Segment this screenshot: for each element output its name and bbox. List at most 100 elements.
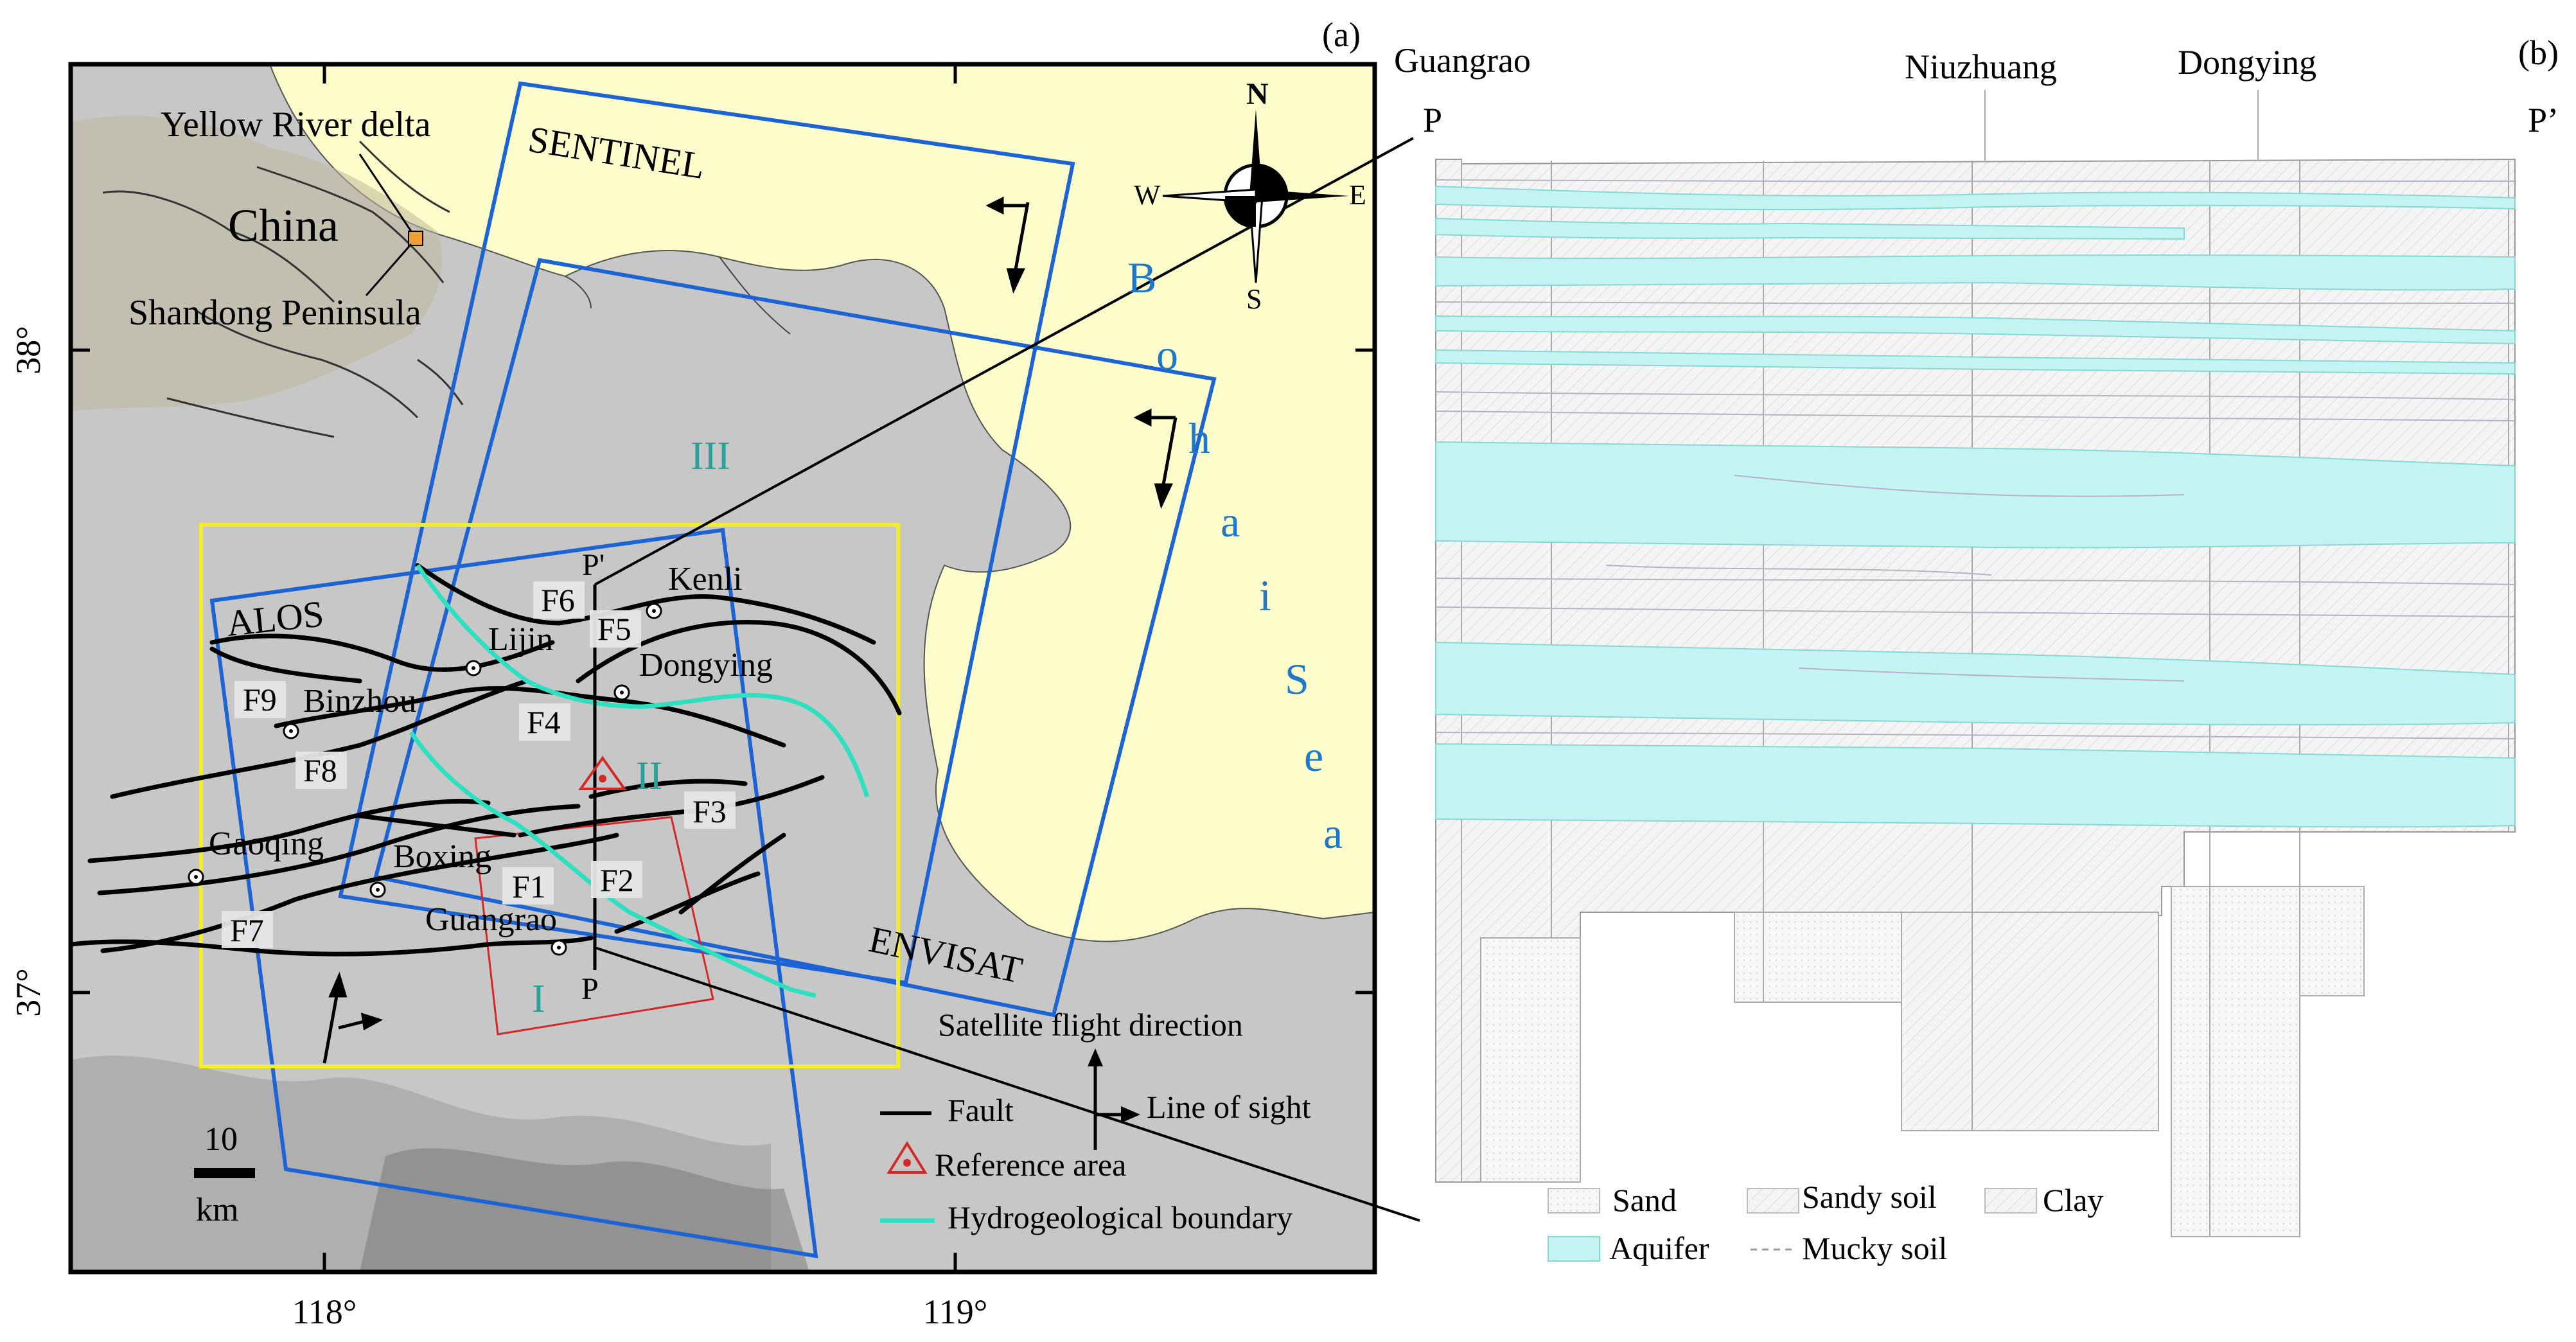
cross-section-panel: Guangrao Niuzhuang Dongying P P’ (b) San… bbox=[1394, 33, 2559, 1266]
hydrogeological-boundary bbox=[409, 564, 870, 998]
connector-bottom bbox=[594, 946, 1420, 1222]
lat-38: 38° bbox=[9, 326, 48, 375]
label-f4: F4 bbox=[527, 704, 561, 740]
inland-china-shade bbox=[71, 116, 442, 412]
label-f5: F5 bbox=[597, 611, 631, 647]
compass-w: W bbox=[1134, 179, 1161, 211]
scale-bar bbox=[194, 1168, 255, 1178]
satellite-frames bbox=[209, 81, 1217, 1258]
label-lijin: Lijin bbox=[488, 621, 553, 658]
lon-118: 118° bbox=[292, 1293, 357, 1331]
flight-arrow-icon bbox=[1088, 1048, 1103, 1066]
legend-sand: Sand bbox=[1612, 1182, 1677, 1218]
label-f1: F1 bbox=[512, 869, 546, 905]
svg-text:i: i bbox=[1259, 571, 1271, 620]
lon-119: 119° bbox=[923, 1293, 988, 1331]
legend-clay-swatch bbox=[1984, 1188, 2037, 1214]
scale-unit: km bbox=[196, 1192, 238, 1228]
land-area bbox=[71, 64, 1375, 1272]
station-guangrao: Guangrao bbox=[1394, 41, 1531, 80]
panel-a-label: (a) bbox=[1322, 15, 1361, 54]
legend-sandy-soil-swatch bbox=[1747, 1188, 1799, 1214]
legend-aquifer-swatch bbox=[1548, 1236, 1600, 1262]
map-panel: Yellow River delta China Shandong Penins… bbox=[9, 15, 1420, 1331]
label-kenli: Kenli bbox=[668, 561, 743, 597]
north-arrow-icon bbox=[1162, 109, 1349, 283]
legend-mucky-soil: Mucky soil bbox=[1802, 1230, 1947, 1266]
inset-shandong: Shandong Peninsula bbox=[128, 293, 421, 333]
terrain-relief-dark bbox=[360, 1148, 809, 1272]
label-area-i: I bbox=[532, 977, 545, 1021]
soil-block-3 bbox=[1901, 912, 2159, 1131]
frame-ticks bbox=[71, 64, 1375, 1272]
legend-flight-direction: Satellite flight direction bbox=[938, 1007, 1243, 1043]
envisat-frame bbox=[373, 258, 1217, 1018]
svg-text:S: S bbox=[1285, 655, 1309, 703]
soil-block-2 bbox=[1734, 912, 1902, 1003]
svg-text:B: B bbox=[1127, 253, 1156, 302]
legend-clay: Clay bbox=[2043, 1182, 2103, 1218]
section-label-p: P bbox=[1423, 101, 1442, 139]
delta-location-marker bbox=[408, 231, 423, 246]
label-f2: F2 bbox=[600, 862, 634, 898]
lat-37: 37° bbox=[9, 968, 48, 1017]
label-bohai-sea: B o h a i S e a bbox=[1127, 253, 1343, 858]
legend-hydro-boundary: Hydrogeological boundary bbox=[948, 1199, 1292, 1235]
label-alos: ALOS bbox=[225, 592, 326, 644]
label-f8: F8 bbox=[303, 752, 337, 788]
legend-line-of-sight: Line of sight bbox=[1147, 1089, 1311, 1125]
alos-frame bbox=[209, 527, 818, 1258]
legend-sandy-soil: Sandy soil bbox=[1802, 1179, 1937, 1215]
los-arrow-icon bbox=[1121, 1106, 1140, 1123]
label-f3: F3 bbox=[693, 793, 727, 829]
svg-text:a: a bbox=[1221, 497, 1240, 546]
fault-label-boxes bbox=[222, 581, 736, 948]
legend-reference-area: Reference area bbox=[935, 1147, 1126, 1183]
svg-text:h: h bbox=[1188, 414, 1210, 463]
inset-pointer-bottom bbox=[365, 243, 412, 296]
label-guangrao: Guangrao bbox=[425, 901, 557, 938]
legend-sand-swatch bbox=[1548, 1188, 1600, 1214]
reference-area-marker bbox=[578, 755, 627, 790]
label-boxing: Boxing bbox=[393, 838, 491, 875]
label-area-ii: II bbox=[636, 754, 662, 798]
legend-fault: Fault bbox=[948, 1092, 1014, 1128]
scale-value: 10 bbox=[204, 1121, 238, 1158]
section-label-p-prime: P’ bbox=[2528, 101, 2559, 139]
label-f6: F6 bbox=[541, 582, 575, 618]
map-legend: Satellite flight direction Line of sight… bbox=[880, 1007, 1311, 1235]
svg-text:o: o bbox=[1156, 330, 1178, 379]
terrain-relief bbox=[71, 1055, 771, 1272]
map-frame bbox=[68, 62, 1377, 1275]
section-legend: Sand Sandy soil Clay Aquifer Mucky soil bbox=[1548, 1179, 2103, 1266]
panel-b-label: (b) bbox=[2518, 33, 2559, 72]
map-label-p-prime: P' bbox=[582, 548, 604, 582]
inset-yellow-river-delta: Yellow River delta bbox=[161, 105, 431, 145]
compass-n: N bbox=[1246, 77, 1269, 111]
inset-china: China bbox=[228, 200, 339, 251]
label-gaoqing: Gaoqing bbox=[209, 826, 324, 862]
sat-direction-arrows bbox=[322, 196, 1178, 1064]
legend-reference-icon bbox=[887, 1141, 928, 1174]
soil-block-4 bbox=[2171, 886, 2300, 1237]
svg-text:e: e bbox=[1304, 732, 1323, 781]
aquifer-layers bbox=[1435, 185, 2516, 828]
label-f7: F7 bbox=[230, 912, 264, 948]
label-area-iii: III bbox=[691, 434, 730, 478]
area-i-boundary bbox=[474, 816, 714, 1036]
station-niuzhuang: Niuzhuang bbox=[1905, 48, 2057, 86]
station-dongying: Dongying bbox=[2178, 43, 2316, 82]
soil-block-5 bbox=[2299, 886, 2365, 996]
compass-e: E bbox=[1349, 179, 1366, 211]
soil-block-1 bbox=[1480, 937, 1581, 1183]
study-area bbox=[199, 523, 900, 1068]
map-label-p: P bbox=[581, 972, 599, 1006]
sentinel-frame bbox=[338, 81, 1075, 985]
svg-text:a: a bbox=[1323, 809, 1343, 858]
inset-pointer-top bbox=[358, 154, 412, 232]
compass-s: S bbox=[1246, 283, 1262, 315]
label-binzhou: Binzhou bbox=[303, 683, 416, 720]
legend-aquifer: Aquifer bbox=[1609, 1230, 1709, 1266]
label-f9: F9 bbox=[243, 682, 277, 718]
